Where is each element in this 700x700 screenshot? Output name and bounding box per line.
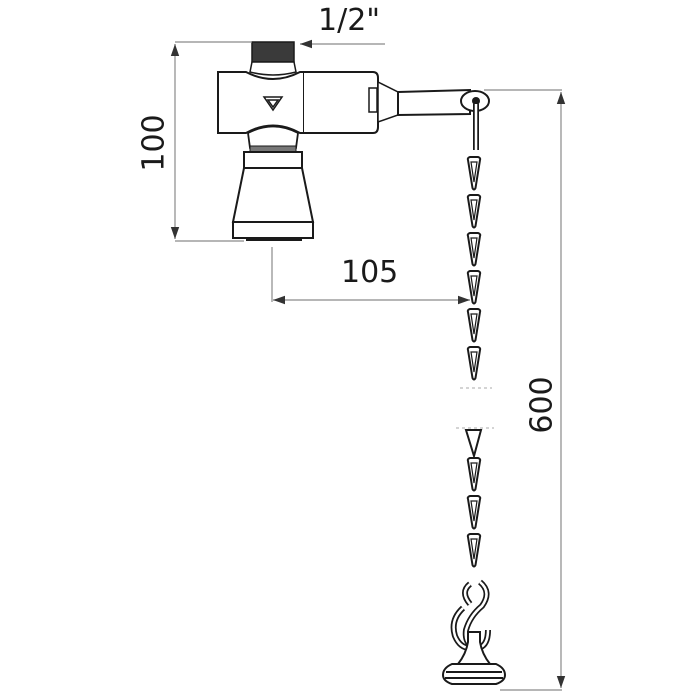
thread-size-label: 1/2" <box>318 3 381 38</box>
pull-chain <box>455 104 495 568</box>
valve-logo-icon <box>262 96 284 112</box>
outlet-nozzle <box>231 125 315 241</box>
body-height-label: 100 <box>136 114 172 172</box>
valve-body <box>217 71 379 134</box>
chain-offset-label: 105 <box>341 255 399 290</box>
pull-handle <box>441 631 507 685</box>
chain-length-label: 600 <box>524 376 560 434</box>
threaded-inlet <box>249 41 297 76</box>
lever-arm <box>377 80 490 124</box>
dimension-lines <box>170 39 566 691</box>
s-hook <box>450 579 491 652</box>
